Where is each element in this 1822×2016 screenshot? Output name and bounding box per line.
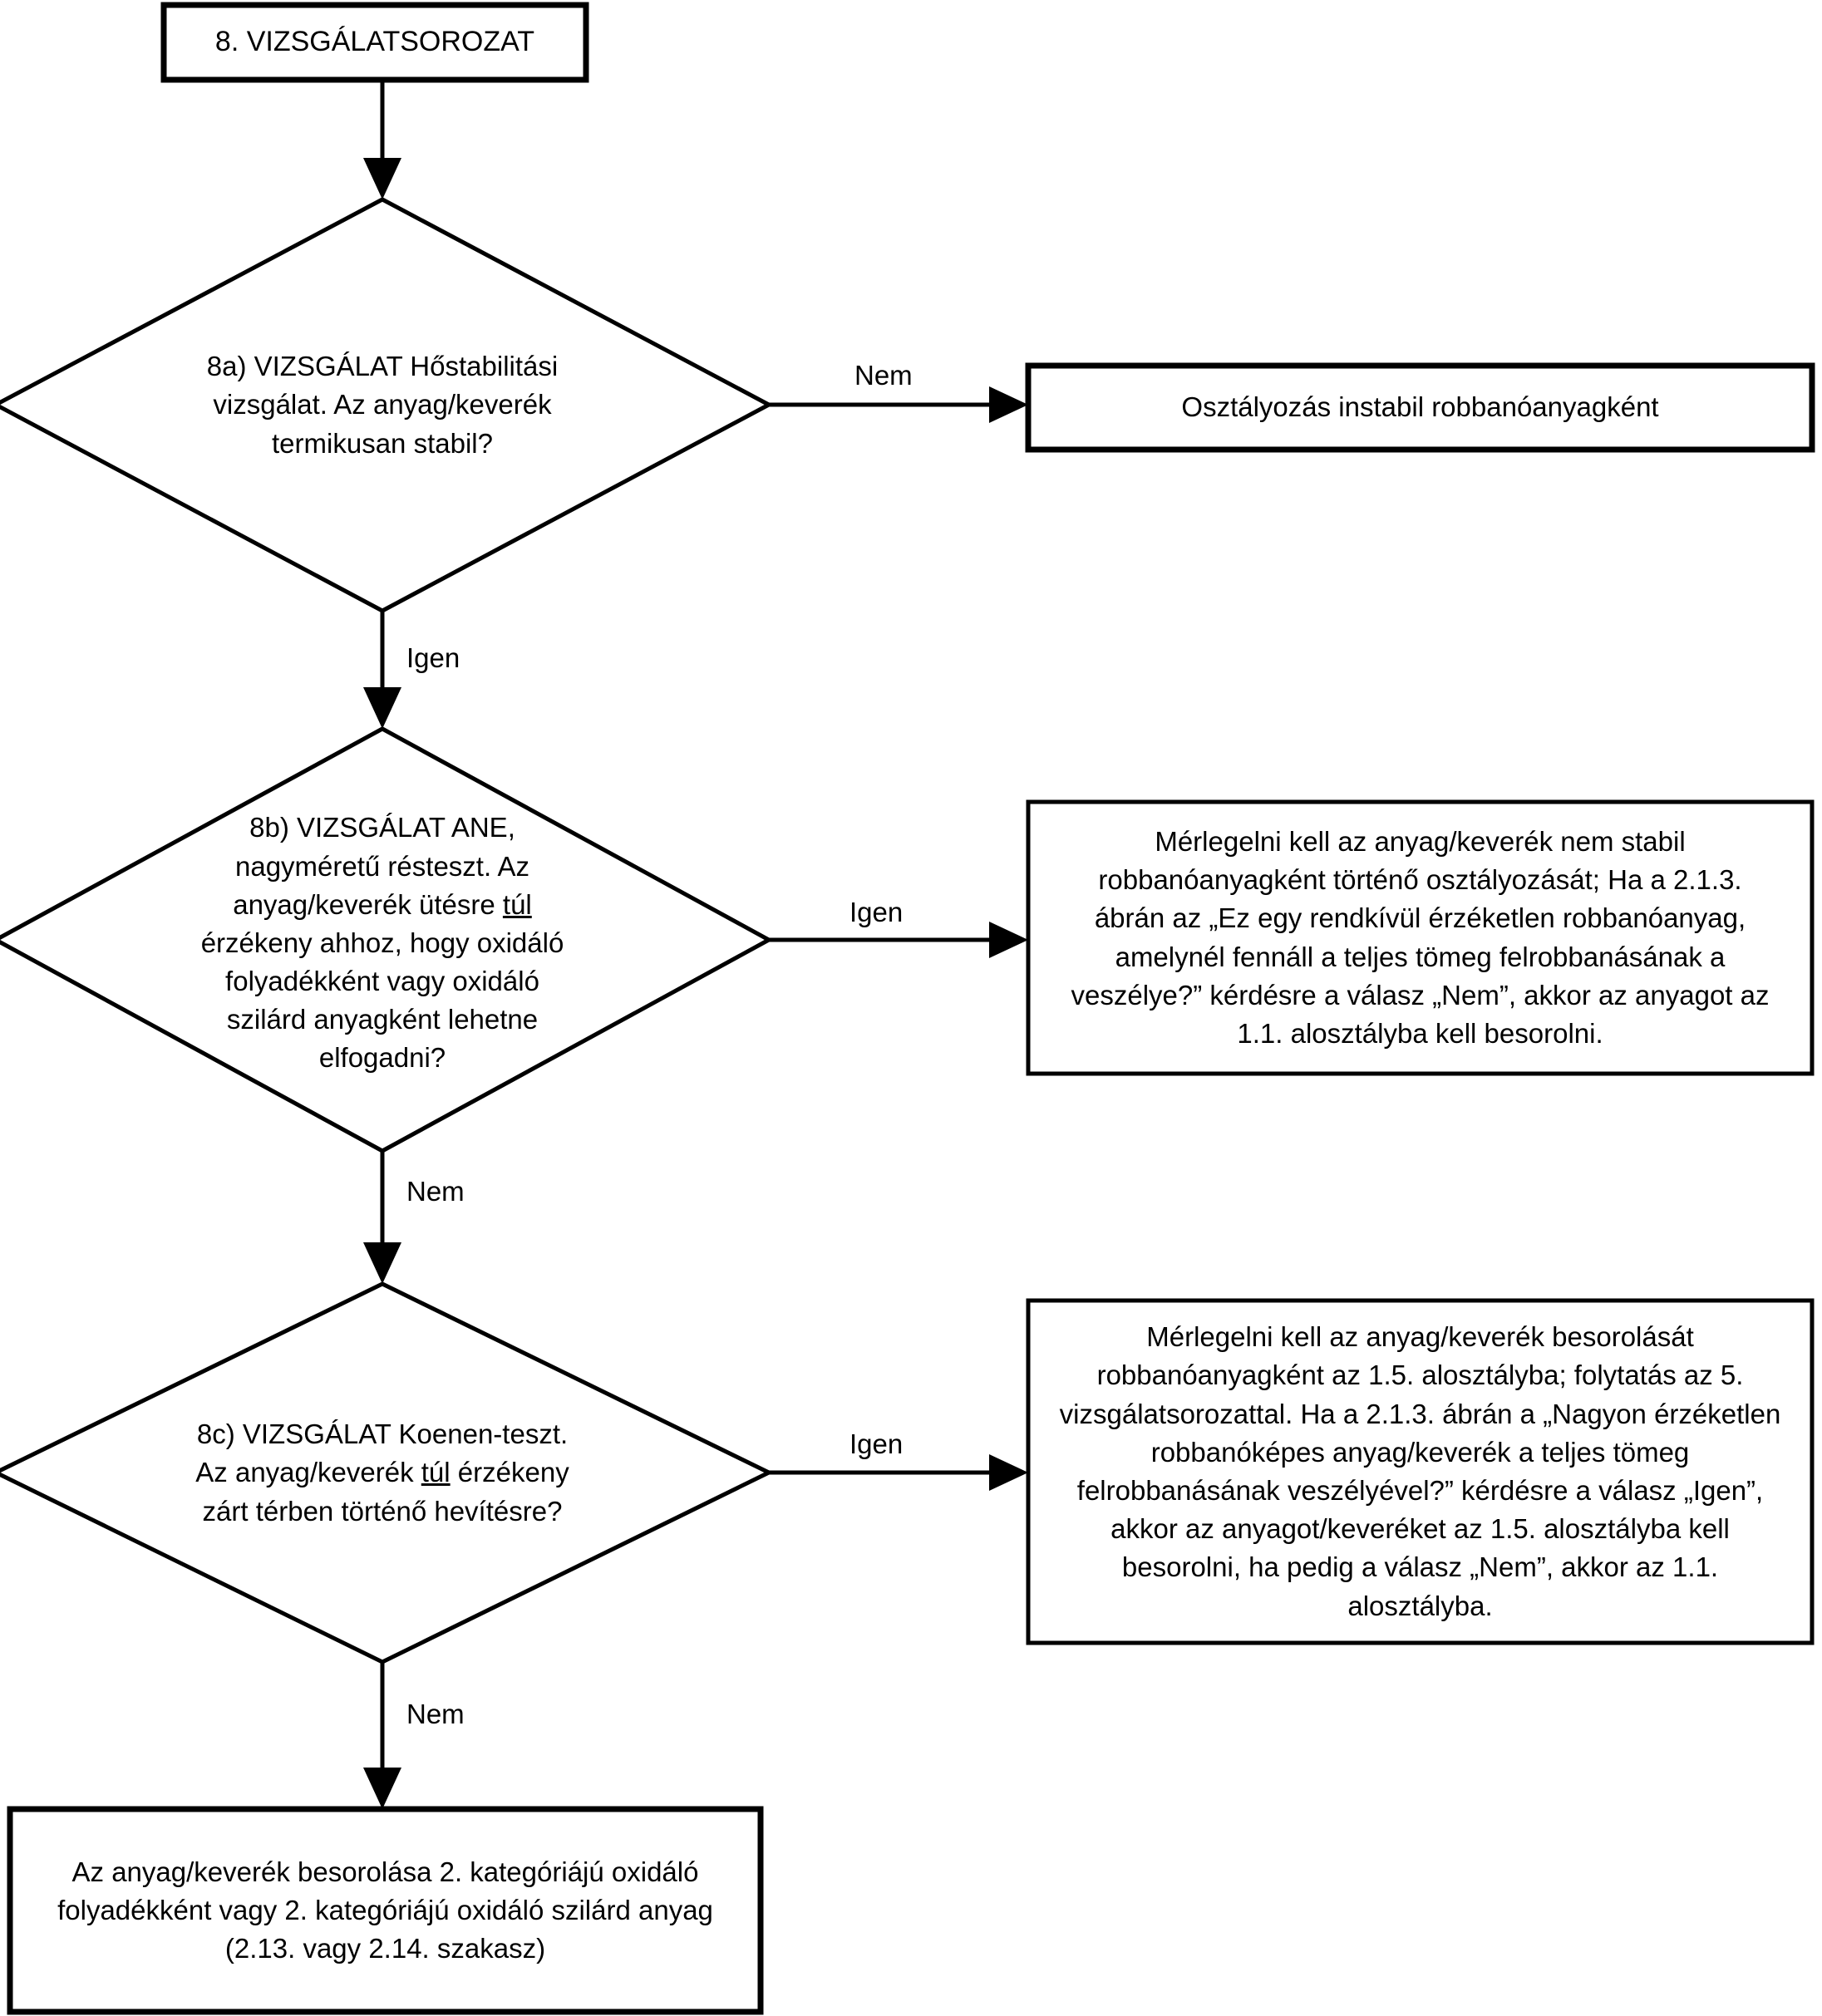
- edge-label-8a-no: Nem: [854, 360, 913, 391]
- node-test-8a-shape: [0, 197, 774, 613]
- edge-start-to-8a: [363, 80, 401, 199]
- node-result-8b-yes-shape: [1026, 799, 1815, 1076]
- edge-label-8c-yes: Igen: [849, 1428, 904, 1459]
- edge-8a-yes: [363, 611, 401, 729]
- node-result-unstable-shape: [1025, 362, 1815, 453]
- node-result-8c-yes-shape: [1026, 1298, 1815, 1645]
- edge-label-8a-yes: Igen: [406, 642, 460, 673]
- node-result-final-shape: [7, 1806, 764, 2015]
- edge-label-8b-no: Nem: [406, 1176, 465, 1207]
- edge-8c-no: [363, 1662, 401, 1809]
- edge-8a-no: [769, 386, 1028, 423]
- edge-8c-yes: [769, 1454, 1028, 1491]
- node-test-8b-shape: [0, 726, 774, 1153]
- edge-8b-yes: [769, 922, 1028, 958]
- node-start-shape: [160, 2, 589, 83]
- edge-label-8c-no: Nem: [406, 1699, 465, 1729]
- edge-8b-no: [363, 1151, 401, 1284]
- node-test-8c-shape: [0, 1281, 774, 1664]
- edge-label-8b-yes: Igen: [849, 897, 904, 927]
